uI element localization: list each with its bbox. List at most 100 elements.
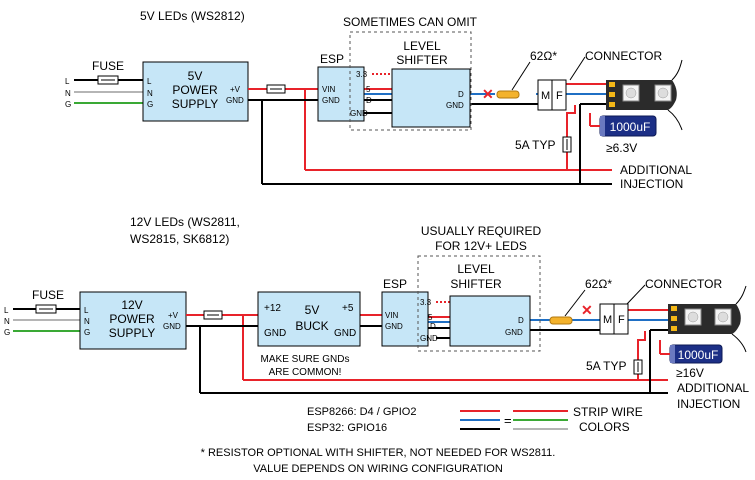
- bottom-connector-f: [613, 303, 629, 335]
- legend-label-2: COLORS: [579, 420, 630, 434]
- top-strip-pad-3: [609, 102, 615, 107]
- gpio-note-esp32: ESP32: GPIO16: [307, 422, 387, 434]
- bottom-resistor-leader: [564, 289, 586, 317]
- top-level-shifter: [391, 68, 471, 128]
- bottom-buck-in: +12: [264, 303, 281, 314]
- top-shifter-pin-5: 5: [366, 85, 371, 94]
- top-strip-tear-bottom: [667, 109, 683, 131]
- top-optional-frame: [349, 31, 472, 131]
- bottom-strip-pad-3: [671, 326, 677, 331]
- top-psu-name-1: 5V: [188, 69, 203, 83]
- gpio-note-esp8266: ESP8266: D4 / GPIO2: [307, 406, 416, 418]
- bottom-shifter-pin-d-out: D: [518, 316, 524, 325]
- bottom-required-note-1: USUALLY REQUIRED: [421, 224, 542, 238]
- top-psu-out-v: +V: [230, 85, 241, 94]
- top-psu-name-2: POWER: [172, 83, 218, 97]
- top-shifter-pin-33: 3.3: [356, 70, 368, 79]
- bottom-required-note-2: FOR 12V+ LEDS: [435, 239, 527, 253]
- bottom-capacitor-stripe: [670, 345, 675, 363]
- bottom-input-label-l: L: [4, 306, 9, 315]
- footnote-line-2: VALUE DEPENDS ON WIRING CONFIGURATION: [253, 463, 503, 475]
- top-shifter-pin-d-in: D: [366, 96, 372, 105]
- bottom-injection-1: ADDITIONAL: [677, 381, 749, 395]
- top-power-supply: [142, 61, 249, 122]
- bottom-blue-wires: [408, 319, 668, 323]
- bottom-5a-fuse-label: 5A TYP: [586, 359, 626, 373]
- bottom-x-mark-icon: ✕: [581, 302, 593, 318]
- bottom-psu-pin-l: L: [84, 306, 89, 315]
- bottom-buck-gnd-left: GND: [264, 328, 286, 339]
- top-connector-leader: [569, 56, 586, 81]
- bottom-buck-gnd-right: GND: [334, 328, 356, 339]
- bottom-fuse-label: FUSE: [32, 288, 64, 302]
- top-input-label-n: N: [65, 89, 71, 98]
- bottom-capacitor-rating: ≥16V: [676, 366, 704, 380]
- legend-right-wires: [513, 410, 568, 430]
- top-resistor-leader: [511, 61, 531, 91]
- top-esp-vin: VIN: [322, 85, 336, 94]
- bottom-esp-vin: VIN: [385, 311, 399, 320]
- bottom-buck-name-1: 5V: [305, 303, 320, 317]
- bottom-connector-m-label: M: [603, 314, 612, 326]
- bottom-injection-2: INJECTION: [677, 397, 740, 411]
- bottom-title-2: WS2815, SK6812): [130, 232, 229, 246]
- top-psu-pin-n: N: [147, 89, 153, 98]
- bottom-power-supply: [79, 291, 187, 350]
- bottom-psu-pin-n: N: [84, 317, 90, 326]
- bottom-connector-f-label: F: [618, 314, 625, 326]
- top-psu-pin-g: G: [147, 100, 153, 109]
- legend-left-wires: [460, 410, 500, 430]
- bottom-connector-label: CONNECTOR: [645, 277, 722, 291]
- top-esp-board: [317, 66, 365, 122]
- top-resistor-label: 62Ω*: [530, 49, 557, 63]
- top-strip-led-1-dot: [625, 87, 637, 99]
- bottom-esp-gnd: GND: [385, 322, 403, 331]
- legend-label-1: STRIP WIRE: [573, 405, 643, 419]
- bottom-esp-label: ESP: [383, 277, 407, 291]
- bottom-esp-board: [381, 291, 429, 347]
- top-connector-m-label: M: [541, 90, 550, 102]
- bottom-psu-out-v: +V: [168, 311, 179, 320]
- top-esp-label: ESP: [320, 52, 344, 66]
- top-black-wires: [248, 99, 612, 185]
- top-capacitor-rating: ≥6.3V: [606, 141, 637, 155]
- top-shifter-name-1: LEVEL: [403, 39, 441, 53]
- top-input-label-g: G: [65, 100, 71, 109]
- top-shifter-pin-gnd-left: GND: [350, 109, 368, 118]
- top-injection-1: ADDITIONAL: [620, 163, 692, 177]
- footnote-line-1: * RESISTOR OPTIONAL WITH SHIFTER, NOT NE…: [201, 447, 556, 459]
- bottom-shifter-pin-gnd-right: GND: [505, 328, 523, 337]
- top-title: 5V LEDs (WS2812): [140, 9, 245, 23]
- top-psu-pin-l: L: [147, 77, 152, 86]
- bottom-shifter-name-2: SHIFTER: [450, 277, 502, 291]
- top-capacitor-value: 1000uF: [610, 120, 651, 134]
- bottom-input-label-g: G: [4, 328, 10, 337]
- top-esp-gnd: GND: [322, 96, 340, 105]
- top-shifter-name-2: SHIFTER: [396, 53, 448, 67]
- bottom-shifter-pin-5: 5: [428, 313, 433, 322]
- bottom-strip-pad-2: [671, 316, 677, 321]
- top-psu-name-3: SUPPLY: [172, 97, 218, 111]
- legend-equals: =: [504, 413, 512, 428]
- top-strip-led-2-dot: [657, 87, 669, 99]
- bottom-buck-converter: [257, 291, 361, 347]
- bottom-strip-pad-1: [671, 306, 677, 311]
- top-shifter-pin-d-out: D: [458, 90, 464, 99]
- bottom-level-shifter: [449, 295, 531, 347]
- bottom-psu-name-1: 12V: [121, 298, 142, 312]
- bottom-title-1: 12V LEDs (WS2811,: [130, 215, 240, 229]
- top-capacitor-stripe: [600, 116, 605, 136]
- top-connector-f: [551, 79, 567, 111]
- top-strip-pad-1: [609, 82, 615, 87]
- bottom-psu-name-2: POWER: [109, 312, 155, 326]
- bottom-strip-tear-bottom: [731, 333, 747, 353]
- top-connector-label: CONNECTOR: [585, 49, 662, 63]
- top-strip-pad-2: [609, 92, 615, 97]
- top-injection-2: INJECTION: [620, 177, 683, 191]
- bottom-capacitor-value: 1000uF: [678, 348, 719, 362]
- top-shifter-pin-gnd-right: GND: [446, 101, 464, 110]
- bottom-shifter-name-1: LEVEL: [457, 262, 495, 276]
- bottom-strip-led-2-dot: [717, 311, 729, 323]
- top-input-label-l: L: [65, 77, 70, 86]
